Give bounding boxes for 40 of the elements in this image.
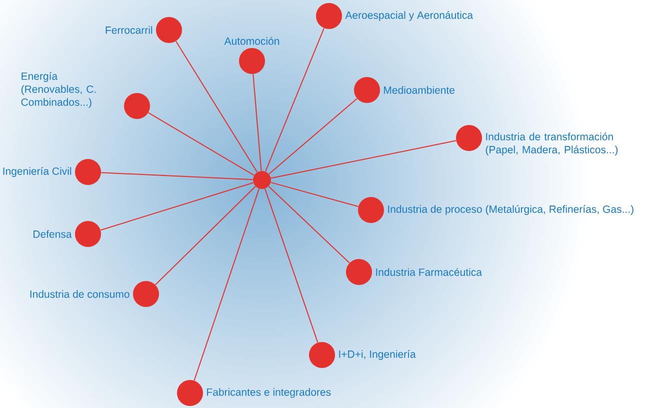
sector-label: Automoción [224, 36, 280, 45]
spoke-line [252, 74, 262, 172]
spoke-line [268, 98, 358, 174]
spoke-line [270, 182, 359, 207]
sector-label: Industria de proceso (Metalúrgica, Refinerías, Gas...) [388, 205, 634, 215]
sector-label: Industria Farmacéutica [376, 268, 482, 276]
sector-label: Aeroespacial y Aeronáutica [345, 11, 473, 21]
spoke-line [154, 186, 256, 286]
sector-label: Ferrocarril [106, 26, 152, 34]
sector-dot [124, 93, 150, 119]
sector-dot [239, 48, 265, 74]
sector-label: Ingeniería Civil [3, 167, 72, 177]
sector-dot [75, 221, 101, 247]
sector-label: Medioambiente [384, 86, 454, 94]
spoke-line [194, 188, 260, 381]
sector-label: Fabricantes e integradores [207, 388, 331, 398]
spoke-line [264, 188, 318, 344]
sector-dot [177, 380, 203, 406]
spoke-line [270, 140, 457, 179]
sector-dot [346, 259, 372, 285]
sector-dot [358, 197, 384, 223]
sector-dot [316, 3, 342, 29]
sector-dot [309, 342, 335, 368]
spoke-line [100, 182, 254, 231]
spoke-line [148, 112, 255, 176]
sector-label: I+D+i, Ingeniería [339, 350, 416, 360]
sector-dot [133, 281, 159, 307]
sector-label: Energía (Renovables, C. Combinados...) [21, 72, 96, 108]
spoke-line [175, 40, 258, 173]
sector-dot [75, 159, 101, 185]
sector-label: Industria de consumo [30, 290, 130, 298]
spoke-line [268, 186, 350, 264]
sector-dot [354, 77, 380, 103]
sector-dot [456, 125, 482, 151]
spoke-line [264, 28, 324, 172]
sector-label: Defensa [34, 230, 72, 238]
spoke-line [100, 172, 254, 180]
sector-dot [156, 17, 182, 43]
hub-dot [253, 171, 271, 189]
sector-label: Industria de transformación (Papel, Madera, Plásticos...) [486, 132, 618, 156]
